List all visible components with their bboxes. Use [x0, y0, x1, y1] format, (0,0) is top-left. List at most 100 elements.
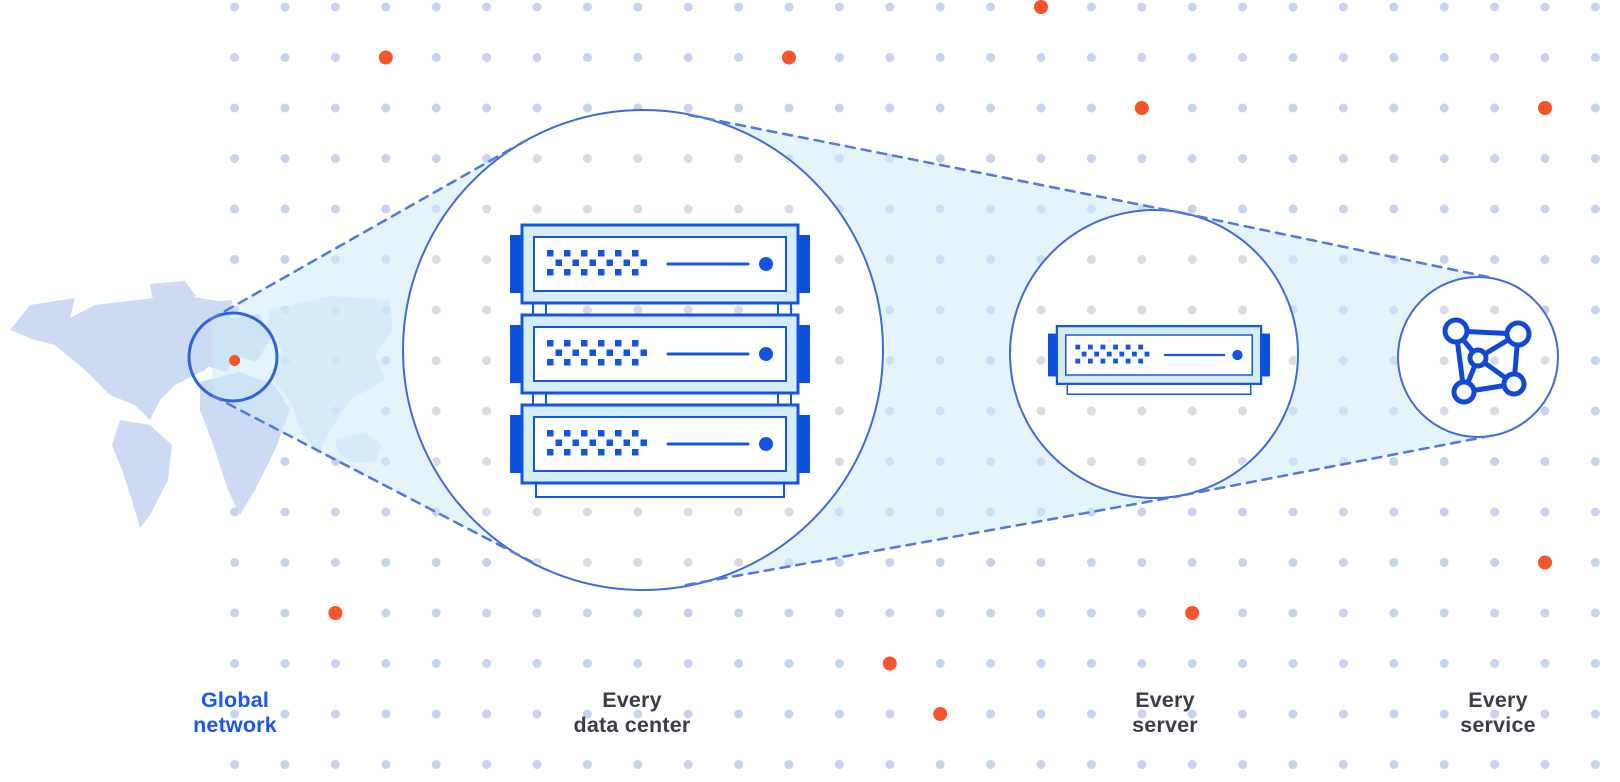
grid-dot	[784, 2, 794, 12]
grid-dot	[1036, 608, 1046, 618]
vent-square	[1087, 344, 1093, 350]
dashed-line-lower-3	[1182, 433, 1497, 497]
grid-dot	[935, 103, 945, 113]
vent-square	[564, 269, 571, 276]
grid-dot	[1490, 558, 1500, 567]
vent-square	[547, 449, 554, 456]
grid-dot	[683, 103, 693, 113]
inner-grid-dot	[1137, 457, 1147, 466]
grid-dot	[1389, 2, 1399, 12]
rack-server-1	[510, 223, 810, 316]
grid-dot	[1540, 507, 1550, 517]
vent-square	[589, 259, 596, 266]
grid-dot	[1389, 558, 1399, 567]
grid-dot	[1590, 760, 1600, 769]
vent-square	[564, 430, 571, 437]
vent-square	[615, 449, 622, 456]
grid-dot	[1439, 53, 1449, 62]
grid-dot	[1540, 255, 1550, 264]
grid-dot	[1490, 709, 1500, 719]
rack-tray	[1066, 383, 1252, 395]
rack-tray	[535, 482, 785, 498]
grid-dot	[330, 154, 340, 163]
grid-dot	[1338, 507, 1348, 517]
grid-dot	[1288, 2, 1298, 12]
grid-dot	[683, 659, 693, 668]
inner-grid-dot	[734, 305, 744, 315]
grid-dot	[834, 103, 844, 113]
vent-square	[1100, 358, 1106, 364]
grid-dot	[1238, 507, 1248, 517]
inner-grid-dot	[1288, 356, 1298, 365]
grid-dot	[1238, 2, 1248, 12]
dashed-line-lower-2	[684, 494, 1182, 587]
inner-grid-dot	[431, 255, 441, 264]
grid-dot	[1086, 53, 1096, 62]
grid-dot	[431, 53, 441, 62]
grid-dot	[1187, 760, 1197, 769]
vent-square	[1144, 351, 1150, 357]
grid-dot	[280, 608, 290, 618]
grid-dot	[1288, 709, 1298, 719]
grid-dot	[784, 709, 794, 719]
grid-dot	[1590, 2, 1600, 12]
grid-dot	[1439, 457, 1449, 466]
inner-grid-dot	[482, 305, 492, 315]
inner-grid-dot	[582, 204, 592, 214]
grid-dot	[1187, 558, 1197, 567]
inner-grid-dot	[1490, 356, 1500, 365]
grid-dot	[1490, 457, 1500, 466]
grid-dot	[1137, 2, 1147, 12]
vent-square	[1138, 358, 1144, 364]
grid-dot	[431, 709, 441, 719]
grid-dot	[1338, 154, 1348, 163]
inner-grid-dot	[431, 406, 441, 416]
grid-dot	[1036, 760, 1046, 769]
grid-dot	[482, 2, 492, 12]
grid-dot	[1036, 659, 1046, 668]
grid-dot	[1490, 154, 1500, 163]
inner-grid-dot	[633, 154, 643, 163]
grid-dot	[1288, 558, 1298, 567]
vent-square	[1075, 344, 1081, 350]
inner-grid-dot	[834, 457, 844, 466]
grid-dot	[834, 608, 844, 618]
grid-dot	[381, 2, 391, 12]
grid-dot	[633, 709, 643, 719]
grid-dot	[1288, 154, 1298, 163]
vent-square	[1087, 358, 1093, 364]
grid-dot	[1540, 204, 1550, 214]
grid-dot	[582, 709, 592, 719]
grid-dot	[280, 709, 290, 719]
grid-dot	[1137, 659, 1147, 668]
grid-dot	[1389, 204, 1399, 214]
inner-grid-dot	[633, 305, 643, 315]
grid-dot	[1389, 709, 1399, 719]
grid-dot	[1590, 457, 1600, 466]
dashed-zoom-lines	[209, 113, 1497, 587]
grid-dot	[1238, 760, 1248, 769]
vent-square	[547, 430, 554, 437]
vent-square	[564, 250, 571, 257]
vent-square	[564, 449, 571, 456]
grid-dot	[1036, 53, 1046, 62]
grid-dot	[1137, 608, 1147, 618]
inner-grid-dot	[734, 204, 744, 214]
inner-grid-dot	[532, 154, 542, 163]
inner-grid-dot	[1036, 356, 1046, 365]
grid-dot	[431, 2, 441, 12]
grid-dot	[1187, 507, 1197, 517]
grid-dot	[1338, 204, 1348, 214]
grid-dot	[482, 53, 492, 62]
grid-dot	[834, 53, 844, 62]
grid-dot	[381, 558, 391, 567]
inner-grid-dot	[1238, 255, 1248, 264]
inner-grid-dot	[1238, 305, 1248, 315]
vent-square	[640, 349, 647, 356]
grid-dot	[1338, 659, 1348, 668]
inner-grid-dot	[482, 204, 492, 214]
vent-square	[1100, 344, 1106, 350]
grid-dot	[1137, 507, 1147, 517]
vent-square	[589, 349, 596, 356]
